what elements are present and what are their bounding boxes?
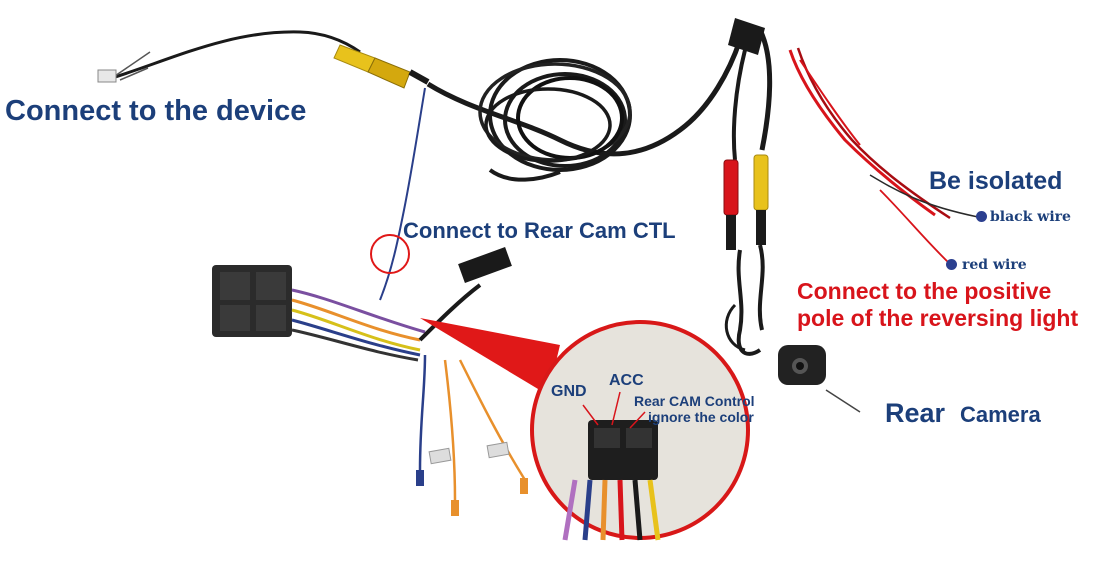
- connect-rear-cam-ctl-label: Connect to Rear Cam CTL: [403, 218, 676, 243]
- yellow-rca-connector-icon: [333, 44, 430, 89]
- rear-cam-control-label: Rear CAM Control: [634, 393, 755, 409]
- device-connector-icon: [97, 69, 117, 83]
- be-isolated-label: Be isolated: [929, 167, 1063, 195]
- yellow-rca-plug-icon: [753, 154, 769, 245]
- loose-wires: [416, 354, 528, 516]
- harness-wire-bundle: [291, 247, 512, 362]
- callout-wedge: [420, 318, 560, 395]
- main-black-cable: [426, 39, 743, 182]
- gnd-label: GND: [551, 383, 587, 400]
- camera-cable-junction: [728, 18, 773, 161]
- rear-camera-icon: [778, 345, 861, 413]
- rear-label: Rear: [885, 398, 946, 428]
- red-wire-label: red wire: [962, 257, 1027, 273]
- red-wire-dot-icon: [946, 259, 957, 270]
- connect-positive-label-line1: Connect to the positive: [797, 278, 1052, 304]
- zoom-circle: [530, 320, 750, 541]
- camera-cable: [724, 244, 765, 356]
- black-wire-dot-icon: [976, 211, 987, 222]
- device-cable: [97, 30, 361, 83]
- red-wire-bundle: [788, 47, 979, 265]
- red-rca-plug-icon: [723, 159, 739, 250]
- harness-connector-icon: [212, 265, 292, 337]
- connect-positive-label-line2: pole of the reversing light: [797, 305, 1079, 331]
- black-wire-label: black wire: [990, 209, 1071, 225]
- connect-device-label: Connect to the device: [5, 95, 307, 127]
- camera-label: Camera: [960, 402, 1041, 427]
- blue-ctl-wire: [379, 87, 426, 301]
- acc-label: ACC: [609, 372, 644, 389]
- ignore-color-label: ignore the color: [648, 409, 754, 425]
- red-circle-highlight: [370, 234, 410, 274]
